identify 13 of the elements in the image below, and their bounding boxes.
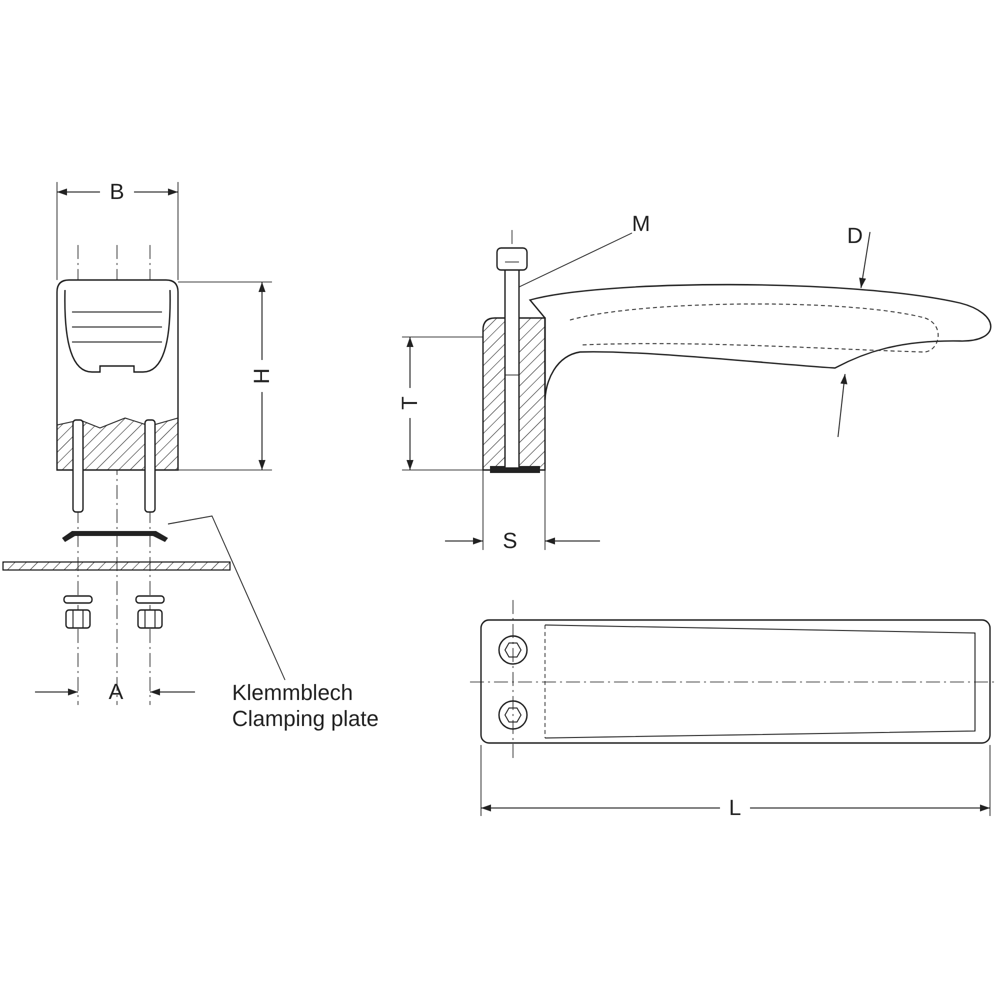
dimension-label: L (728, 795, 742, 821)
dimension-label: S (502, 528, 518, 554)
screw-drawing (496, 247, 528, 469)
dimension-label: D (847, 223, 863, 249)
clamping-plate-drawing (62, 531, 168, 542)
leader-line (168, 516, 286, 680)
dimension-label: H (249, 368, 275, 384)
leader-line (518, 232, 632, 288)
dimension-label: A (108, 679, 124, 705)
callout-label: M (626, 211, 656, 237)
part-label: Klemmblech Clamping plate (232, 680, 407, 732)
dimension-label: B (110, 179, 124, 205)
dimension-label: T (397, 396, 423, 410)
